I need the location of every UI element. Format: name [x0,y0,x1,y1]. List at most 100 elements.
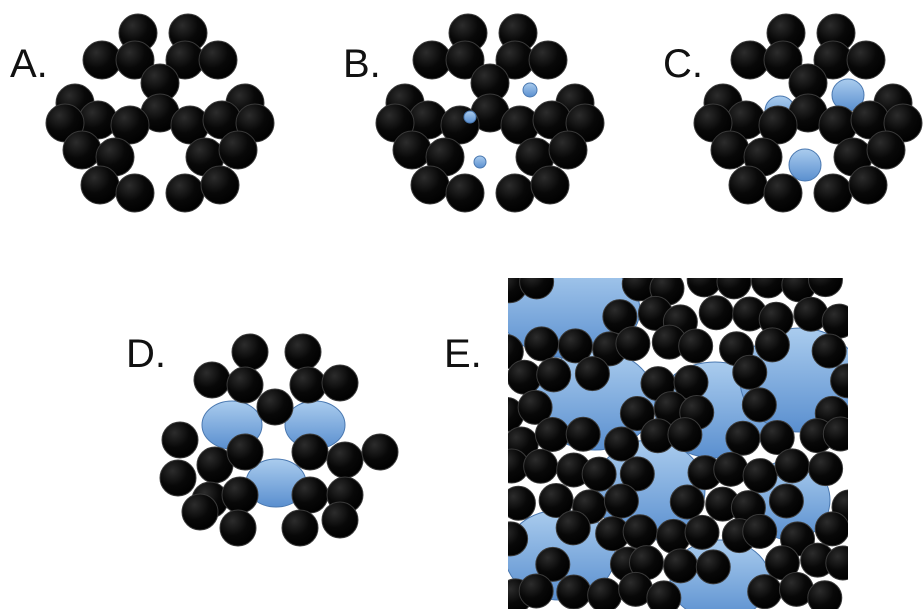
particle [362,434,398,470]
particle [616,327,650,361]
particle [711,131,749,169]
particle [664,549,698,583]
particle [733,355,767,389]
particle [327,442,363,478]
particle [557,575,591,609]
particle [290,367,326,403]
particle [670,485,704,519]
particle [116,174,154,212]
particle [809,452,843,486]
particle [507,360,541,394]
particle [529,41,567,79]
particle [699,296,733,330]
particle [322,502,358,538]
particle [582,457,616,491]
particle [219,131,257,169]
particle [222,477,258,513]
particle [201,166,239,204]
particle [535,417,569,451]
particle [679,329,713,363]
particle [83,41,121,79]
panel-a-cluster [46,14,274,212]
panel-b-cluster [376,14,604,212]
particle [531,166,569,204]
particle [605,427,639,461]
particle [393,131,431,169]
particle [769,484,803,518]
particle [524,449,558,483]
particle [867,131,905,169]
particle [717,265,751,299]
particle [232,334,268,370]
particle [160,460,196,496]
particle [668,418,702,452]
particle [647,581,681,609]
particle [81,166,119,204]
particle [525,327,559,361]
particle [556,511,590,545]
particle [808,581,842,609]
particle [696,550,730,584]
particle [63,131,101,169]
particle [166,174,204,212]
panel-e-packing [489,262,866,609]
particle [748,575,782,609]
particle [199,41,237,79]
particle [520,265,554,299]
particle [604,484,638,518]
particle [822,304,856,338]
particle [413,41,451,79]
particle [731,41,769,79]
particle [182,494,218,530]
particle [687,263,721,297]
particle [831,364,865,398]
particle [322,365,358,401]
particle [566,417,600,451]
particle [494,522,528,556]
particle [814,174,852,212]
particle [815,512,849,546]
particle [227,434,263,470]
particle [808,263,842,297]
particle [257,389,293,425]
particle [755,328,789,362]
particle [162,422,198,458]
particle [537,358,571,392]
particle [764,174,802,212]
particle [742,388,776,422]
particle [549,131,587,169]
particle [849,166,887,204]
particle [501,486,535,520]
particle [282,510,318,546]
particle [714,452,748,486]
particle [847,41,885,79]
particle [588,578,622,609]
particle [519,574,553,608]
particle [743,514,777,548]
particle [194,362,230,398]
particle [496,174,534,212]
panel-c-cluster [694,14,922,212]
liquid-droplet-small [464,111,476,123]
particle [446,174,484,212]
particle [411,166,449,204]
particle [292,434,328,470]
particle [623,515,657,549]
particle [751,264,785,298]
particle [227,367,263,403]
particle [685,515,719,549]
particle [220,510,256,546]
particle [285,334,321,370]
particle [743,459,777,493]
particle [729,166,767,204]
liquid-droplet-small [523,83,537,97]
liquid-droplet-small [474,156,486,168]
particle [726,421,760,455]
particle [575,357,609,391]
particle [826,546,860,580]
particle [775,449,809,483]
panel-d-cluster [160,334,398,546]
particle [823,417,857,451]
particle [292,477,328,513]
